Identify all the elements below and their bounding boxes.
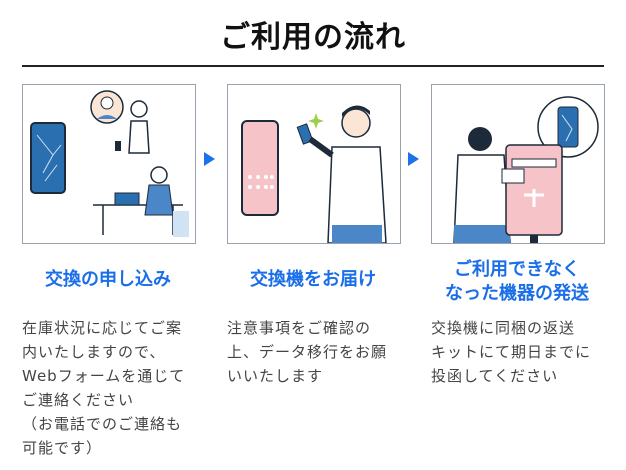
step-2-description: 注意事項をご確認の 上、データ移行をお願 いいたします [227,319,388,385]
step-1-description: 在庫状況に応じてご案 内いたしますので、 Webフォームを通じて ご連絡ください… [22,319,186,457]
step-arrow-icon [408,152,419,166]
step-2-illustration [227,84,401,244]
page-title: ご利用の流れ [220,20,406,55]
step-3-title: ご利用できなく なった機器の発送 [445,259,589,304]
step-1-illustration [22,84,196,244]
step-3-illustration [431,84,605,244]
step-1-title: 交換の申し込み [45,269,171,290]
title-divider [22,65,604,67]
step-2-title: 交換機をお届け [250,269,376,290]
step-3-description: 交換機に同梱の返送 キットにて期日までに 投函してください [431,319,592,385]
step-arrow-icon [204,152,215,166]
